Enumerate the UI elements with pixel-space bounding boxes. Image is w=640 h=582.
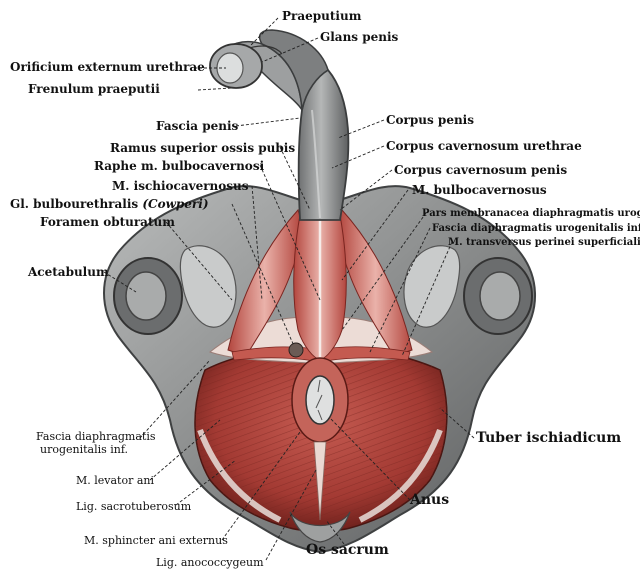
label-lig-sacrotuberosum: Lig. sacrotuberosum bbox=[76, 500, 192, 513]
label-corpus-cav-penis: Corpus cavernosum penis bbox=[394, 163, 568, 177]
bulbourethral-gland bbox=[288, 342, 304, 358]
label-gl-bulbourethralis: Gl. bulbourethralis (Cowperi) bbox=[10, 198, 209, 211]
label-tuber-ischiadicum: Tuber ischiadicum bbox=[476, 430, 622, 446]
label-pars-membranacea: Pars membranacea diaphragmatis urogenita bbox=[422, 208, 640, 219]
label-ischiocavernosus: M. ischiocavernosus bbox=[112, 179, 249, 193]
label-glans-penis: Glans penis bbox=[320, 30, 399, 44]
label-fascia-diaph-1: Fascia diaphragmatis bbox=[36, 430, 156, 443]
label-fascia-urogen-inf: Fascia diaphragmatis urogenitalis inf. bbox=[432, 223, 640, 234]
label-transversus: M. transversus perinei superficialis bbox=[448, 237, 640, 248]
label-fascia-diaph-2: urogenitalis inf. bbox=[40, 443, 129, 456]
label-ramus-superior: Ramus superior ossis pubis bbox=[110, 141, 296, 155]
label-fascia-penis: Fascia penis bbox=[156, 119, 239, 133]
lig-sacrotuberosum-left bbox=[197, 428, 282, 523]
lig-sacrotuberosum-right bbox=[358, 428, 443, 523]
leader-lines bbox=[103, 17, 475, 561]
label-cowperi: (Cowperi) bbox=[142, 197, 209, 211]
label-corpus-penis: Corpus penis bbox=[386, 113, 474, 127]
lig-anococcygeum bbox=[313, 441, 327, 521]
foramen-obturatum-right bbox=[403, 245, 461, 328]
label-frenulum: Frenulum praeputii bbox=[28, 82, 160, 96]
label-bulbocavernosus: M. bulbocavernosus bbox=[412, 183, 547, 197]
label-raphe: Raphe m. bulbocavernosi bbox=[94, 159, 265, 173]
foramen-obturatum-left bbox=[179, 245, 237, 328]
label-praeputium: Praeputium bbox=[282, 9, 362, 23]
label-gl-bulbourethralis-text: Gl. bulbourethralis bbox=[10, 197, 139, 211]
label-foramen-obturatum: Foramen obturatum bbox=[40, 215, 175, 229]
label-orificium: Orificium externum urethrae bbox=[10, 60, 205, 74]
label-corpus-cav-urethrae: Corpus cavernosum urethrae bbox=[386, 139, 582, 153]
label-os-sacrum: Os sacrum bbox=[306, 542, 389, 558]
label-levator-ani: M. levator ani bbox=[76, 474, 155, 487]
praeputium-fold bbox=[249, 45, 283, 55]
os-sacrum bbox=[289, 511, 351, 543]
label-lig-anococcygeum: Lig. anococcygeum bbox=[156, 556, 264, 569]
label-acetabulum: Acetabulum bbox=[28, 265, 109, 279]
label-anus: Anus bbox=[410, 492, 450, 508]
label-sphincter: M. sphincter ani externus bbox=[84, 534, 228, 547]
